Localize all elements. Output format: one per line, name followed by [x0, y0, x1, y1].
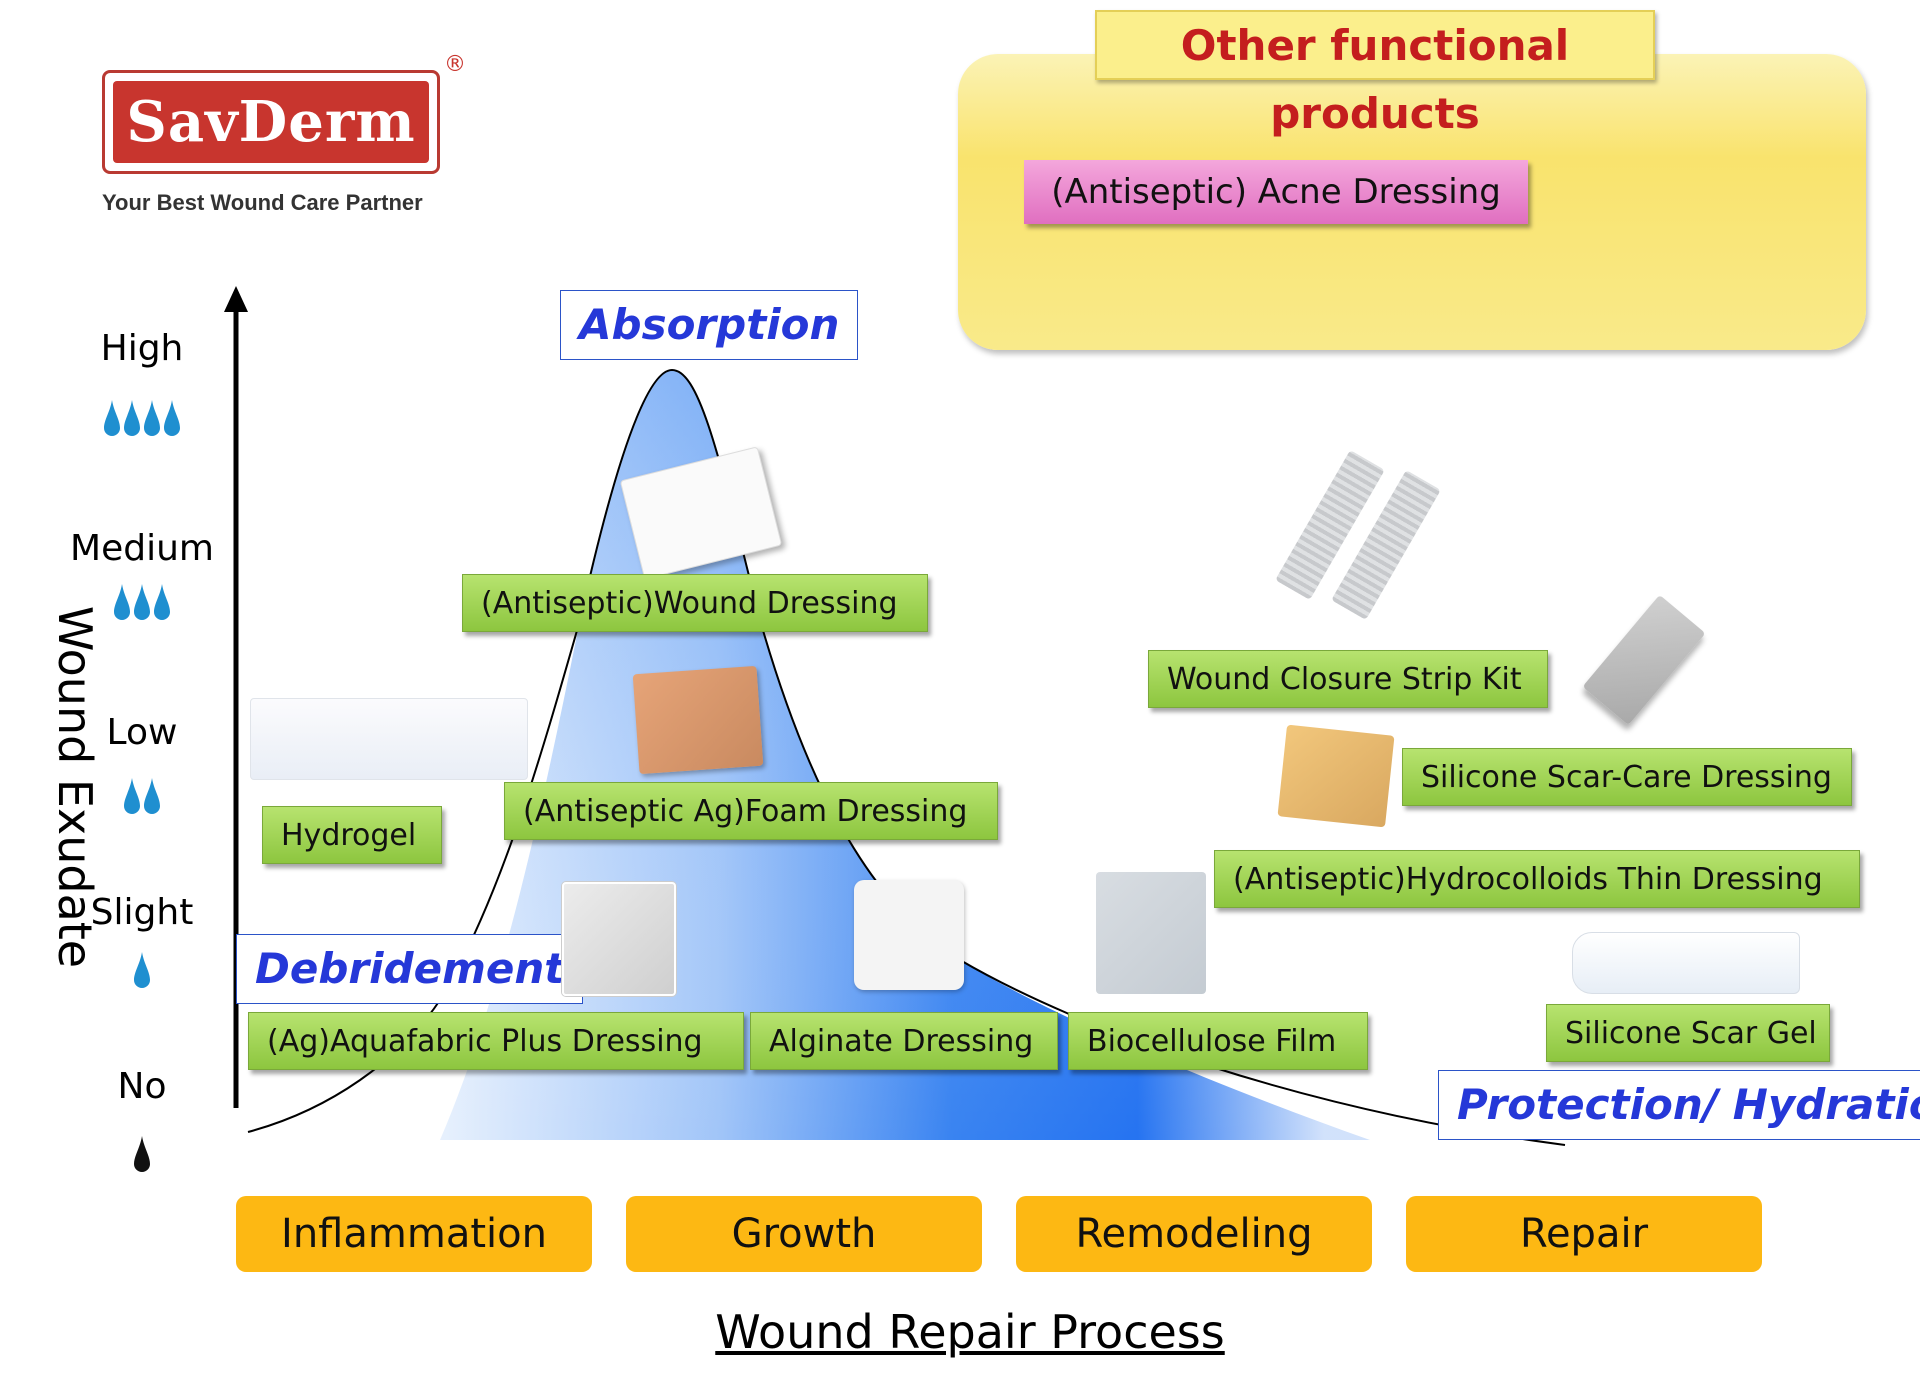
drops-low	[42, 778, 242, 814]
stage-remodeling: Remodeling	[1016, 1196, 1372, 1272]
savderm-logo: SavDerm	[102, 70, 440, 174]
logo-tagline: Your Best Wound Care Partner	[102, 190, 423, 215]
water-drop-icon	[144, 400, 160, 436]
label-scar-care: Silicone Scar-Care Dressing	[1402, 748, 1852, 806]
drops-no	[42, 1136, 242, 1172]
label-hydrogel: Hydrogel	[262, 806, 442, 864]
other-products-title: Other functional products	[1095, 10, 1655, 138]
label-alginate: Alginate Dressing	[750, 1012, 1058, 1070]
water-drop-icon	[144, 778, 160, 814]
label-hydrocolloids: (Antiseptic)Hydrocolloids Thin Dressing	[1214, 850, 1860, 908]
label-foam-dressing: (Antiseptic Ag)Foam Dressing	[504, 782, 998, 840]
drops-high	[42, 400, 242, 436]
stage-growth: Growth	[626, 1196, 982, 1272]
stage-repair: Repair	[1406, 1196, 1762, 1272]
water-drop-icon	[104, 400, 120, 436]
black-drop-icon	[134, 1136, 150, 1172]
logo-brand: SavDerm	[113, 81, 429, 163]
phase-protection: Protection/ Hydration	[1438, 1070, 1920, 1140]
level-medium-label: Medium	[70, 528, 214, 569]
drops-medium	[42, 584, 242, 620]
phase-debridement: Debridement	[236, 934, 584, 1004]
label-closure-strip: Wound Closure Strip Kit	[1148, 650, 1548, 708]
stage-inflammation: Inflammation	[236, 1196, 592, 1272]
level-no-label: No	[117, 1066, 167, 1107]
scar-care-sheet-image	[1277, 724, 1395, 828]
hydrogel-tube-image	[250, 698, 528, 780]
water-drop-icon	[124, 778, 140, 814]
alginate-image	[854, 880, 964, 990]
level-slight-label: Slight	[90, 892, 194, 933]
label-biocellulose: Biocellulose Film	[1068, 1012, 1368, 1070]
water-drop-icon	[164, 400, 180, 436]
label-acne-dressing: (Antiseptic) Acne Dressing	[1024, 160, 1528, 224]
drops-slight	[42, 952, 242, 988]
water-drop-icon	[154, 584, 170, 620]
label-aquafabric: (Ag)Aquafabric Plus Dressing	[248, 1012, 744, 1070]
foam-dressing-image	[632, 665, 764, 775]
aquafabric-image	[562, 882, 676, 996]
phase-absorption: Absorption	[560, 290, 859, 360]
water-drop-icon	[114, 584, 130, 620]
water-drop-icon	[124, 400, 140, 436]
y-axis-title: Wound Exudate	[48, 605, 102, 969]
label-scar-gel: Silicone Scar Gel	[1546, 1004, 1830, 1062]
x-axis-title: Wound Repair Process	[715, 1305, 1225, 1359]
registered-mark: ®	[444, 52, 466, 77]
label-wound-dressing: (Antiseptic)Wound Dressing	[462, 574, 928, 632]
level-high-label: High	[100, 328, 184, 369]
water-drop-icon	[134, 584, 150, 620]
y-axis-arrowhead	[224, 286, 248, 312]
scar-gel-tube-image	[1572, 932, 1800, 994]
biocellulose-image	[1096, 872, 1206, 994]
water-drop-icon	[134, 952, 150, 988]
level-low-label: Low	[106, 712, 178, 753]
